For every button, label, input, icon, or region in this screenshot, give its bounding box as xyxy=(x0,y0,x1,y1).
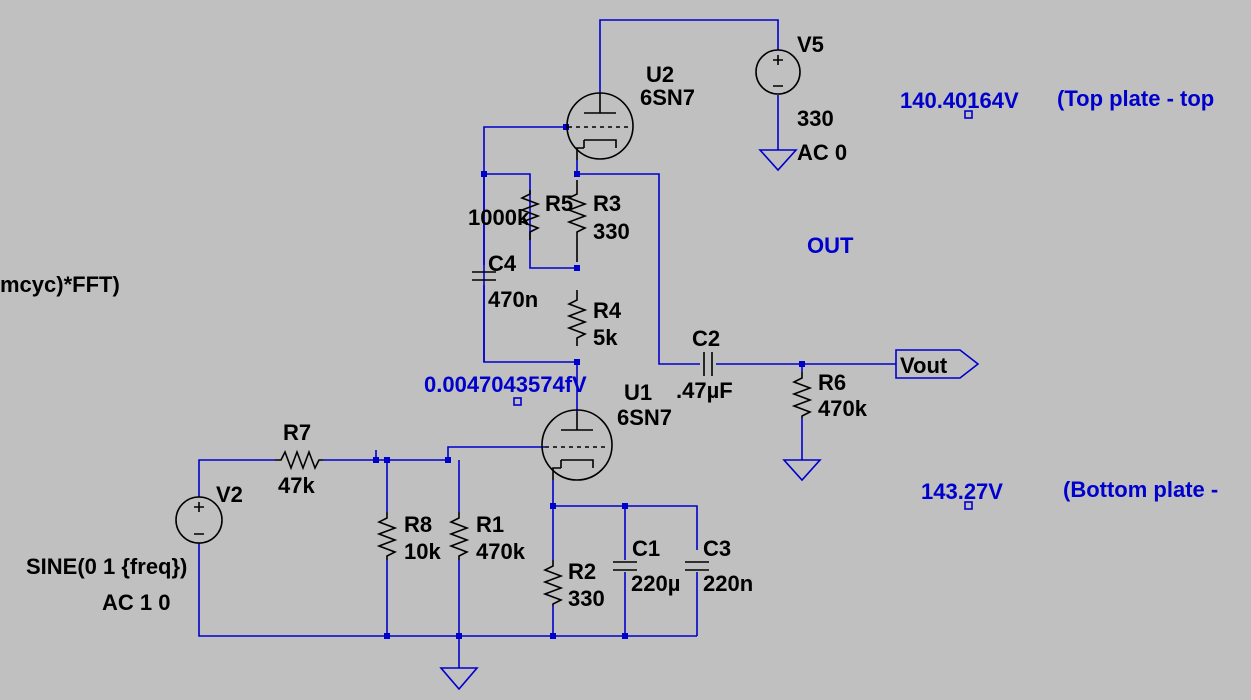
r1-value: 470k xyxy=(476,539,526,564)
junction-dot xyxy=(574,359,580,365)
v5-name: V5 xyxy=(797,32,824,57)
junction-dot xyxy=(445,457,451,463)
resistor-r5-symbol[interactable] xyxy=(519,190,541,240)
junction-dot xyxy=(574,265,580,271)
capacitor-c3-symbol[interactable] xyxy=(685,561,709,571)
r6-name: R6 xyxy=(818,370,846,395)
junction-dot xyxy=(373,457,379,463)
junction-dot xyxy=(384,633,390,639)
c1-name: C1 xyxy=(632,536,660,561)
bottom-plate-note: (Bottom plate - xyxy=(1063,477,1218,502)
probe-marker[interactable] xyxy=(964,501,973,510)
r7-name: R7 xyxy=(283,420,311,445)
r3-name: R3 xyxy=(593,191,621,216)
junction-dot xyxy=(799,361,805,367)
ground-symbol xyxy=(782,459,822,482)
r4-name: R4 xyxy=(593,298,622,323)
junction-dot xyxy=(622,503,628,509)
r3-value: 330 xyxy=(593,219,630,244)
top-plate-note: (Top plate - top xyxy=(1057,86,1214,111)
v2-name: V2 xyxy=(216,482,243,507)
voltage-source-v2-symbol[interactable] xyxy=(175,496,223,544)
midpoint-voltage: 0.0047043574fV xyxy=(424,372,587,397)
c2-value: .47µF xyxy=(676,378,733,403)
r2-value: 330 xyxy=(568,586,605,611)
top-plate-voltage: 140.40164V xyxy=(900,88,1019,113)
voltage-source-v5-symbol[interactable] xyxy=(755,49,801,95)
bottom-plate-voltage: 143.27V xyxy=(921,479,1003,504)
spice-directive: mcyc)*FFT) xyxy=(0,272,120,297)
junction-dot xyxy=(456,633,462,639)
u1-model: 6SN7 xyxy=(617,405,672,430)
r1-name: R1 xyxy=(476,512,504,537)
probe-marker[interactable] xyxy=(513,397,522,406)
junction-dot xyxy=(622,633,628,639)
junction-dot xyxy=(550,503,556,509)
c4-value: 470n xyxy=(488,287,538,312)
junction-dot xyxy=(481,171,487,177)
c1-value: 220µ xyxy=(631,571,680,596)
v5-ac: AC 0 xyxy=(797,140,847,165)
probe-marker[interactable] xyxy=(964,110,973,119)
ground-symbol xyxy=(758,149,798,172)
junction-dot xyxy=(384,457,390,463)
resistor-r6-symbol[interactable] xyxy=(791,372,813,418)
capacitor-c2-symbol[interactable] xyxy=(703,352,713,376)
r7-value: 47k xyxy=(278,473,315,498)
resistor-r2-symbol[interactable] xyxy=(542,560,564,606)
c2-name: C2 xyxy=(692,326,720,351)
junction-dots xyxy=(373,124,805,639)
u1-name: U1 xyxy=(624,380,652,405)
u2-name: U2 xyxy=(646,62,674,87)
c3-name: C3 xyxy=(703,536,731,561)
ground-symbol xyxy=(439,667,479,691)
resistor-r8-symbol[interactable] xyxy=(376,512,398,560)
v5-value: 330 xyxy=(797,106,834,131)
vout-net-label[interactable]: Vout xyxy=(895,349,980,379)
resistor-r4-symbol[interactable] xyxy=(566,290,588,346)
r5-name: R5 xyxy=(545,191,573,216)
resistor-r1-symbol[interactable] xyxy=(448,512,470,560)
resistor-r7-symbol[interactable] xyxy=(275,449,323,471)
junction-dot xyxy=(574,171,580,177)
junction-dot xyxy=(550,633,556,639)
r6-value: 470k xyxy=(818,396,868,421)
r5-value: 1000k xyxy=(468,205,530,230)
v2-ac: AC 1 0 xyxy=(102,590,170,615)
v2-value: SINE(0 1 {freq}) xyxy=(26,554,187,579)
tube-u1-symbol[interactable] xyxy=(541,409,613,481)
tube-u2-symbol[interactable] xyxy=(566,92,634,160)
c4-name: C4 xyxy=(488,251,517,276)
resistor-r3-symbol[interactable] xyxy=(566,180,588,262)
u2-model: 6SN7 xyxy=(640,85,695,110)
r4-value: 5k xyxy=(593,325,618,350)
r2-name: R2 xyxy=(568,559,596,584)
r8-name: R8 xyxy=(404,512,432,537)
r8-value: 10k xyxy=(404,539,441,564)
out-label: OUT xyxy=(807,233,854,258)
junction-dot xyxy=(563,124,569,130)
c3-value: 220n xyxy=(703,571,753,596)
capacitor-c4-symbol[interactable] xyxy=(472,271,496,281)
wires xyxy=(198,19,896,668)
capacitor-c1-symbol[interactable] xyxy=(613,561,637,571)
vout-label: Vout xyxy=(900,353,948,378)
